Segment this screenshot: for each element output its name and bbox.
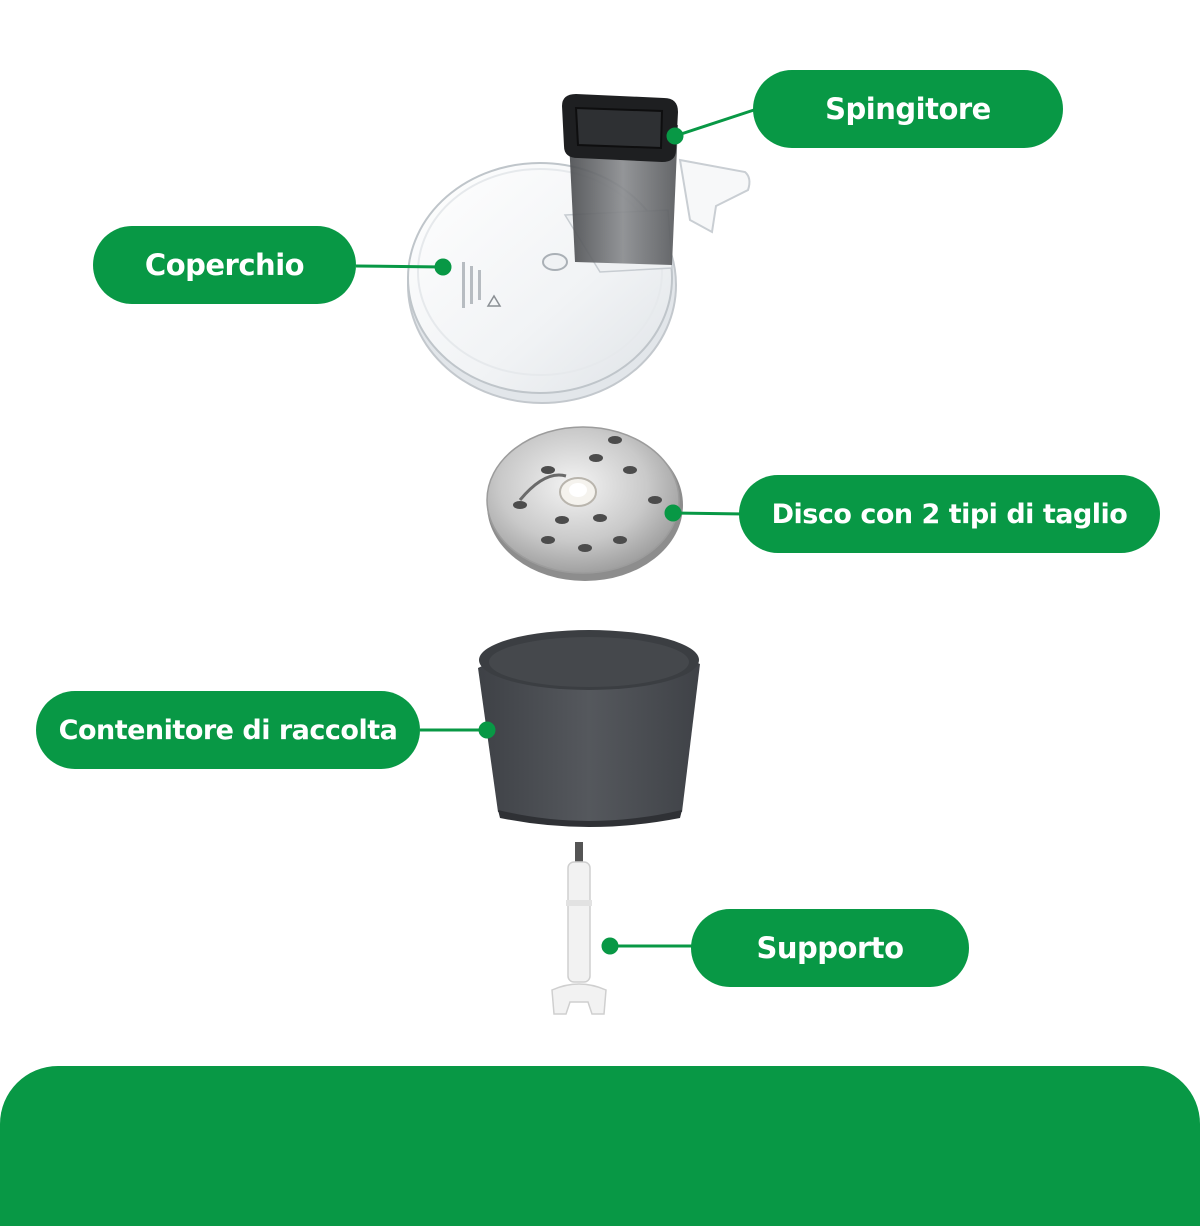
pusher-dot	[666, 127, 684, 145]
support-part	[551, 842, 607, 1015]
disc-label: Disco con 2 tipi di taglio	[739, 475, 1160, 553]
disc-part	[486, 426, 683, 581]
pusher-part	[562, 94, 678, 265]
pusher-connector	[674, 106, 761, 138]
lid-dot	[434, 258, 452, 276]
container-dot	[478, 721, 496, 739]
lid-connector	[355, 264, 444, 269]
lid-label: Coperchio	[93, 226, 356, 304]
support-label: Supporto	[691, 909, 969, 987]
parts-illustration	[355, 94, 761, 1015]
pusher-label: Spingitore	[753, 70, 1063, 148]
connector-lines	[355, 106, 761, 955]
footer-band	[0, 1066, 1200, 1226]
support-dot	[601, 937, 619, 955]
container-label: Contenitore di raccolta	[36, 691, 420, 769]
container-part	[478, 630, 700, 827]
disc-connector	[672, 511, 746, 516]
diagram-stage: Spingitore Coperchio Disco con 2 tipi di…	[0, 70, 1200, 1226]
disc-dot	[664, 504, 682, 522]
